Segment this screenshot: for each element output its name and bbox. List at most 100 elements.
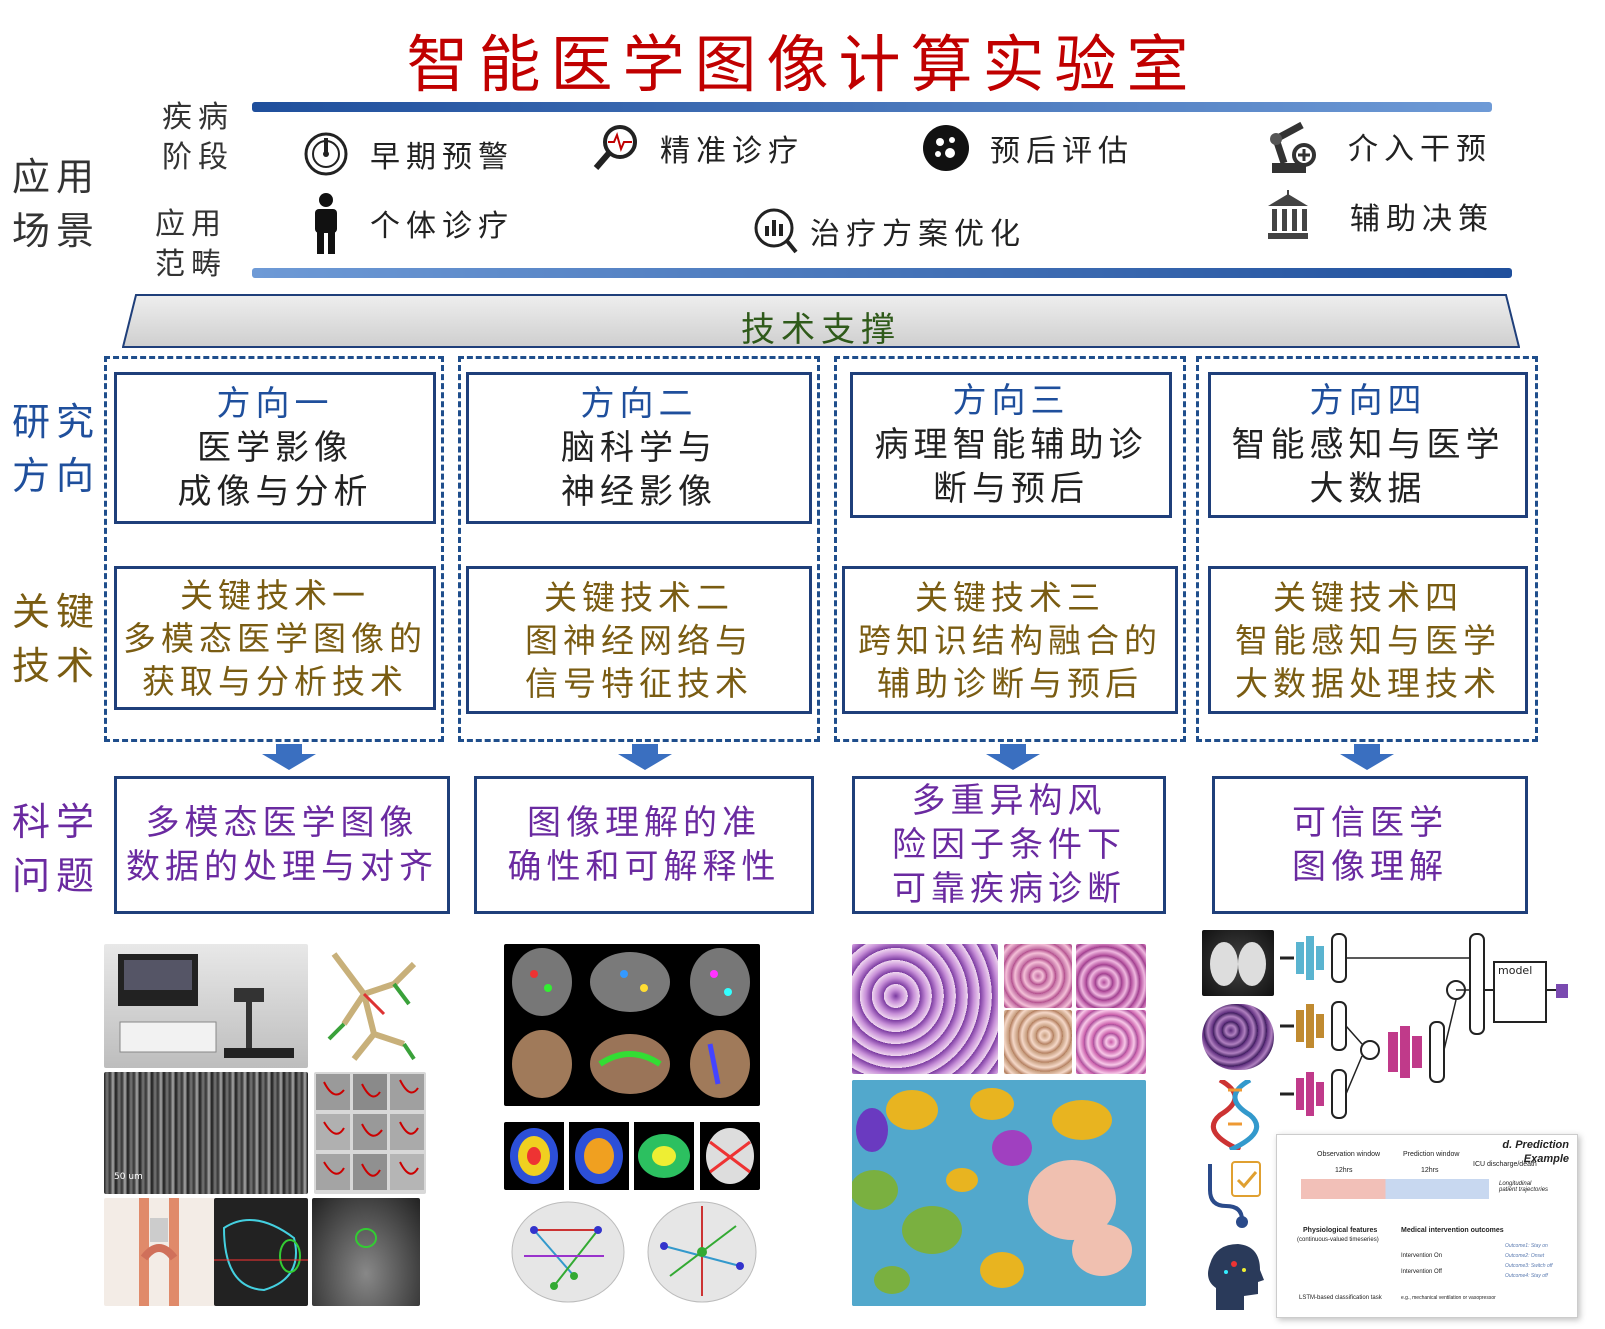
stage-label-disease: 疾病 阶段 — [162, 98, 234, 178]
multimodal-network-diagram — [1280, 933, 1568, 1119]
direction-text: 神经影像 — [561, 472, 717, 512]
outcome-label: Outcome2: Onset — [1505, 1253, 1545, 1259]
sci-problem-text: 确性和可解释性 — [507, 847, 781, 887]
stethoscope-icon — [1208, 1161, 1261, 1228]
page-title: 智能医学图像计算实验室 — [406, 28, 1199, 101]
intervention-on-label: Intervention On — [1401, 1253, 1443, 1259]
sci-problem-box-3: 多重异构风 险因子条件下 可靠疾病诊断 — [852, 776, 1166, 914]
app-item-label: 治疗方案优化 — [810, 217, 1026, 252]
timeline-bar — [1301, 1179, 1489, 1199]
brain-mri-grid — [504, 944, 760, 1106]
side-label-line: 问题 — [12, 854, 101, 898]
key-tech-box-4: 关键技术四 智能感知与医学 大数据处理技术 — [1208, 566, 1528, 714]
sci-problem-text: 数据的处理与对齐 — [126, 847, 438, 887]
key-tech-box-3: 关键技术三 跨知识结构融合的 辅助诊断与预后 — [842, 566, 1178, 714]
direction-text: 医学影像 — [197, 428, 353, 468]
column-1-container — [104, 356, 444, 742]
cell-icon — [920, 122, 972, 174]
hours-label: 12hrs — [1421, 1167, 1439, 1174]
lstm-task-label: LSTM-based classification task — [1299, 1295, 1382, 1301]
side-label-sci-problem: 科学 问题 — [12, 795, 100, 903]
outcome-label: Outcome3: Switch off — [1505, 1263, 1553, 1269]
dna-icon — [1210, 1080, 1260, 1150]
lung-ct-image — [1202, 930, 1274, 996]
pathology-tile-small-3 — [1004, 1010, 1072, 1074]
direction-text: 成像与分析 — [177, 472, 373, 512]
key-tech-text: 智能感知与医学 — [1235, 620, 1501, 660]
oct-scan-image: 50 um — [104, 1072, 308, 1194]
side-label-line: 场景 — [12, 209, 101, 253]
outcome-label: Outcome4: Stay off — [1505, 1273, 1548, 1279]
prediction-title: d. Prediction — [1502, 1139, 1569, 1151]
histology-image — [1202, 1004, 1274, 1070]
key-tech-text: 信号特征技术 — [525, 663, 753, 703]
app-item-decision-support: 辅助决策 — [1264, 190, 1494, 242]
side-label-line: 技术 — [12, 644, 101, 688]
hours-label: 12hrs — [1335, 1167, 1353, 1174]
sci-problem-text: 可靠疾病诊断 — [892, 869, 1126, 909]
down-arrow-icon — [986, 744, 1040, 770]
pathology-tile-small-1 — [1004, 944, 1072, 1008]
key-tech-text: 多模态医学图像的 — [123, 618, 427, 658]
vessel-tree-render — [314, 944, 426, 1068]
down-arrow-icon — [1340, 744, 1394, 770]
side-label-line: 研究 — [12, 400, 101, 444]
column-3-container — [834, 356, 1186, 742]
prediction-window-label: Prediction window — [1403, 1151, 1460, 1158]
app-item-precise-diagnosis: 精准诊疗 — [590, 122, 804, 174]
pathology-tile-small-2 — [1076, 944, 1146, 1008]
ultrasound-image-1 — [214, 1198, 308, 1306]
scale-bar-label: 50 um — [114, 1172, 143, 1182]
app-item-label: 预后评估 — [990, 134, 1134, 169]
sci-problem-box-2: 图像理解的准 确性和可解释性 — [474, 776, 814, 914]
neck-anatomy-image — [104, 1198, 216, 1306]
direction-text: 病理智能辅助诊 — [874, 425, 1148, 465]
person-icon — [306, 192, 346, 254]
app-item-treatment-optimization: 治疗方案优化 — [752, 206, 1026, 256]
key-tech-box-1: 关键技术一 多模态医学图像的 获取与分析技术 — [114, 566, 436, 710]
key-tech-text: 图神经网络与 — [525, 620, 753, 660]
lstm-example-label: e.g., mechanical ventilation or vasopres… — [1401, 1295, 1496, 1301]
app-item-label: 介入干预 — [1348, 132, 1492, 167]
pet-scan-row — [504, 1122, 760, 1190]
sci-problem-text: 可信医学 — [1292, 803, 1448, 843]
direction-text: 智能感知与医学 — [1231, 425, 1505, 465]
top-divider-bar — [252, 102, 1492, 112]
stage-line: 阶段 — [162, 140, 234, 175]
side-label-line: 应用 — [12, 155, 101, 199]
app-item-early-warning: 早期预警 — [300, 128, 514, 180]
side-label-line: 科学 — [12, 800, 101, 844]
imaging-device-photo — [104, 944, 308, 1068]
sci-problem-text: 图像理解 — [1292, 847, 1448, 887]
bottom-divider-bar — [252, 268, 1512, 278]
physio-label: Physiological features — [1303, 1227, 1378, 1234]
app-item-label: 个体诊疗 — [370, 209, 514, 244]
key-tech-box-2: 关键技术二 图神经网络与 信号特征技术 — [466, 566, 812, 714]
observation-window-label: Observation window — [1317, 1151, 1381, 1158]
pathology-tile-purple — [852, 944, 998, 1074]
direction-heading: 方向三 — [952, 381, 1070, 421]
intervention-off-label: Intervention Off — [1401, 1269, 1442, 1275]
direction-box-2: 方向二 脑科学与 神经影像 — [466, 372, 812, 524]
pathology-tile-small-4 — [1076, 1010, 1146, 1074]
prediction-example-panel: d. Prediction Example Observation window… — [1276, 1134, 1578, 1318]
head-ai-icon — [1208, 1244, 1264, 1310]
physio-sub-label: (continuous-valued timeseries) — [1297, 1237, 1379, 1243]
direction-box-4: 方向四 智能感知与医学 大数据 — [1208, 372, 1528, 518]
direction-box-3: 方向三 病理智能辅助诊 断与预后 — [850, 372, 1172, 518]
app-item-prognosis: 预后评估 — [920, 122, 1134, 174]
app-item-label: 早期预警 — [370, 140, 514, 175]
magnifier-chart-icon — [752, 206, 798, 256]
direction-text: 断与预后 — [933, 469, 1089, 509]
sci-problem-text: 图像理解的准 — [527, 803, 761, 843]
direction-box-1: 方向一 医学影像 成像与分析 — [114, 372, 436, 524]
side-label-research-direction: 研究 方向 — [12, 395, 100, 503]
icu-label: ICU discharge/death — [1473, 1161, 1537, 1168]
outcomes-label: Medical intervention outcomes — [1401, 1227, 1504, 1234]
gauge-icon — [300, 128, 352, 180]
longitudinal-label: Longitudinal patient trajectories — [1499, 1181, 1549, 1193]
side-label-app-scene: 应用 场景 — [12, 150, 100, 258]
sci-problem-box-4: 可信医学 图像理解 — [1212, 776, 1528, 914]
key-tech-text: 跨知识结构融合的 — [858, 620, 1162, 660]
stage-label-scope: 应用 范畴 — [155, 205, 227, 285]
